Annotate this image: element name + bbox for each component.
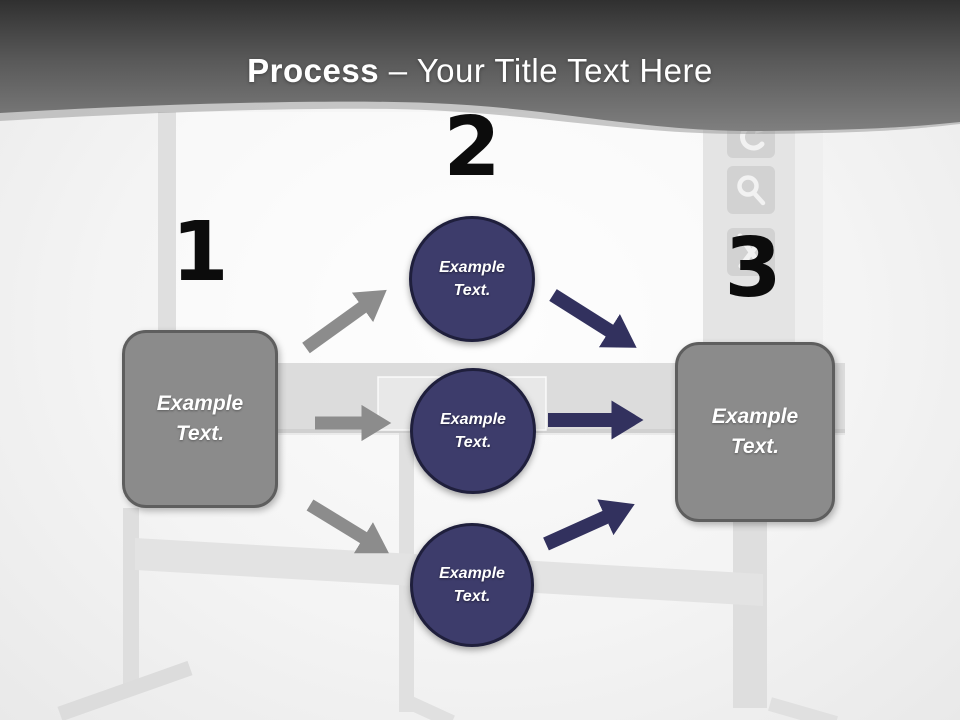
whiteboard-foot-mid: [401, 693, 455, 720]
circle-1-label: Example Text.: [439, 256, 505, 302]
rail-tile-2: [727, 166, 775, 214]
right-box: Example Text.: [675, 342, 835, 522]
right-box-line1: Example: [711, 404, 799, 428]
title-rest: – Your Title Text Here: [379, 52, 713, 89]
right-box-label: Example Text.: [712, 402, 798, 463]
step-number-3: 3: [724, 221, 782, 316]
circle-1: Example Text.: [409, 216, 535, 342]
refresh-icon: [740, 123, 765, 151]
step-number-1: 1: [171, 205, 229, 300]
left-box-line2: Text.: [175, 422, 225, 445]
whiteboard-leg-left: [123, 508, 139, 686]
arrow-gray-bottom: [306, 499, 389, 554]
whiteboard-foot-rail: [768, 697, 838, 720]
step-number-2: 2: [443, 100, 501, 195]
arrow-navy-bottom: [543, 499, 635, 551]
rail-highlight: [795, 112, 823, 365]
title-bold: Process: [247, 52, 380, 89]
magnifier-icon: [737, 175, 766, 206]
arrow-navy-top: [549, 289, 637, 348]
circle-2-line1: Example: [440, 410, 506, 428]
right-box-line2: Text.: [730, 435, 780, 458]
left-box-line1: Example: [156, 391, 244, 415]
circle-2: Example Text.: [410, 368, 536, 494]
circle-3-label: Example Text.: [439, 562, 505, 608]
circle-3-line1: Example: [439, 564, 505, 582]
left-box-label: Example Text.: [157, 389, 243, 450]
circle-3: Example Text.: [410, 523, 534, 647]
rail-tile-1: [727, 116, 775, 158]
circle-1-line1: Example: [439, 258, 505, 276]
circle-1-line2: Text.: [453, 282, 491, 299]
left-box: Example Text.: [122, 330, 278, 508]
circle-2-line2: Text.: [454, 434, 492, 451]
whiteboard-foot-left: [57, 660, 193, 720]
slide-title: Process – Your Title Text Here: [0, 52, 960, 90]
arrow-gray-top: [302, 289, 387, 354]
circle-2-label: Example Text.: [440, 408, 506, 454]
circle-3-line2: Text.: [453, 588, 491, 605]
